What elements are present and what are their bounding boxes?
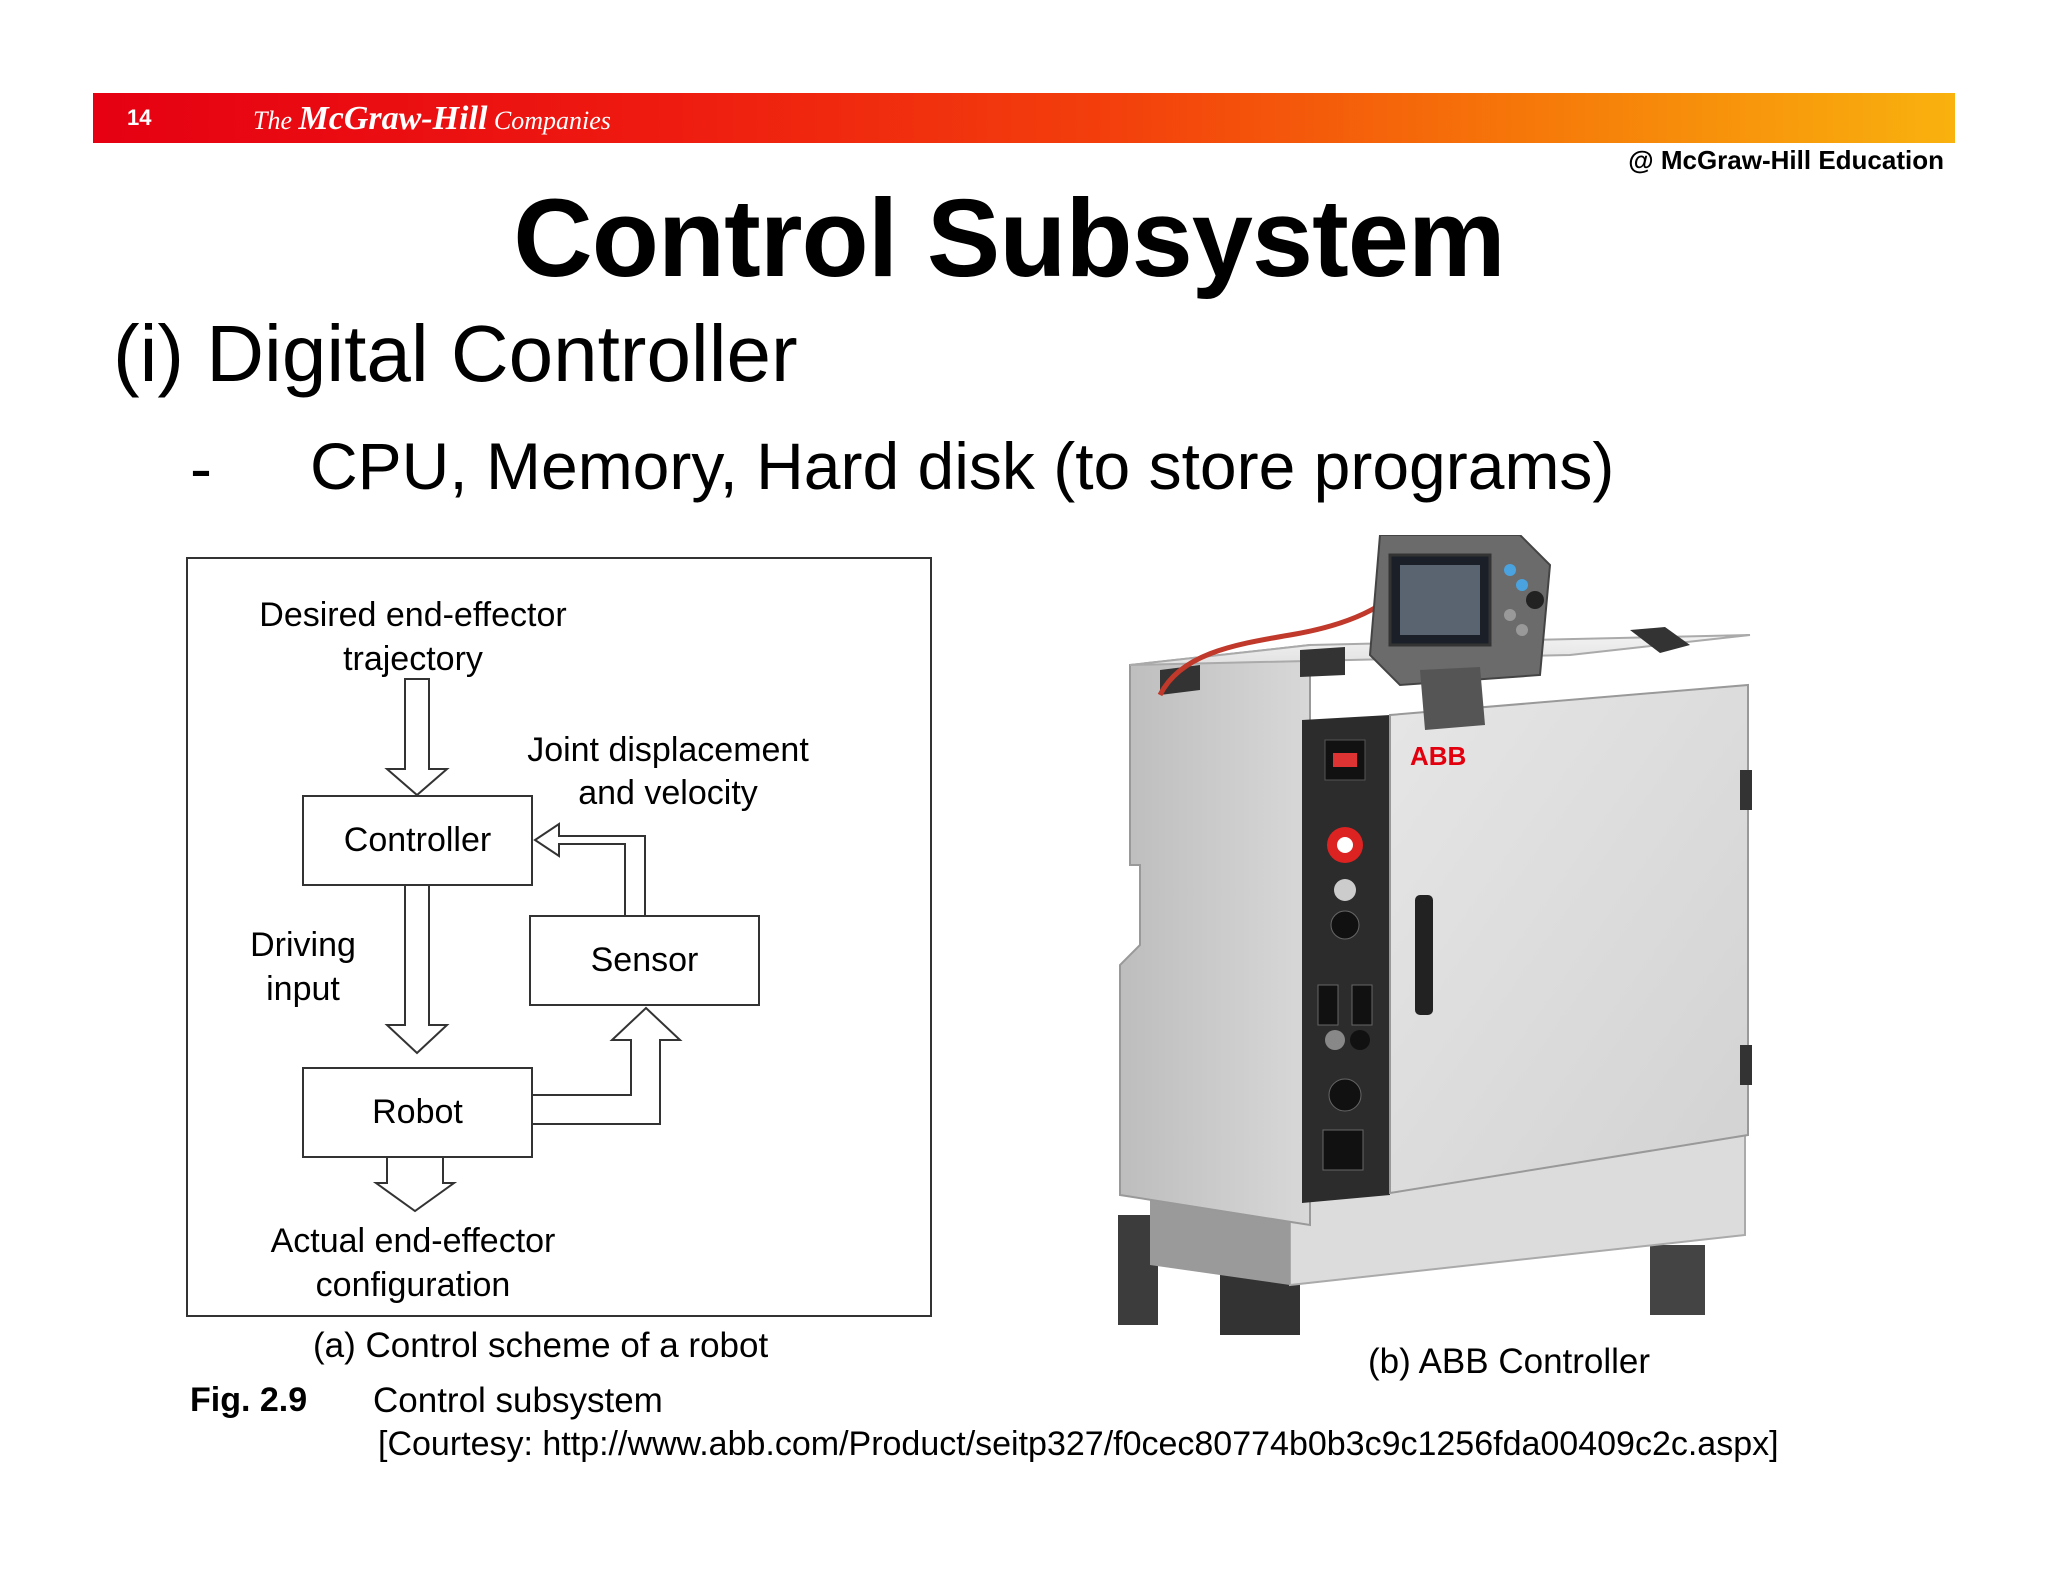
- robot-to-sensor-arrow: [531, 1006, 683, 1125]
- joint-displacement-label: Joint displacement and velocity: [527, 731, 809, 812]
- slide-title: Control Subsystem: [513, 177, 1505, 300]
- figure-title: Control subsystem: [373, 1381, 663, 1420]
- courtesy-note: [Courtesy: http://www.abb.com/Product/se…: [378, 1425, 1779, 1463]
- caption-b: (b) ABB Controller: [1368, 1342, 1651, 1381]
- robot-label: Robot: [372, 1093, 463, 1131]
- actual-configuration-label: Actual end-effector configuration: [270, 1222, 556, 1304]
- desired-trajectory-label: Desired end-effector trajectory: [259, 596, 567, 678]
- output-arrow: [372, 1156, 458, 1213]
- controller-label: Controller: [343, 821, 492, 859]
- section-heading: (i) Digital Controller: [113, 309, 798, 398]
- figure-number: Fig. 2.9: [190, 1381, 308, 1419]
- caption-a: (a) Control scheme of a robot: [313, 1326, 769, 1365]
- bullet-text: CPU, Memory, Hard disk (to store program…: [310, 429, 1615, 503]
- abb-controller-image: ABB: [1118, 535, 1752, 1335]
- abb-logo: ABB: [1410, 741, 1466, 771]
- feedback-arrow: [533, 822, 646, 917]
- copyright-notice: @ McGraw-Hill Education: [1628, 145, 1944, 175]
- publisher-logo: The McGraw-Hill Companies: [253, 100, 611, 137]
- input-arrow: [384, 678, 450, 797]
- header-bar: 14 The McGraw-Hill Companies: [93, 93, 1955, 143]
- driving-input-label: Driving input: [250, 926, 356, 1008]
- control-scheme-diagram: Desired end-effector trajectory Joint di…: [186, 557, 932, 1317]
- driving-input-arrow: [384, 884, 450, 1055]
- sensor-label: Sensor: [590, 941, 699, 979]
- diagram-arrows: [302, 678, 760, 1213]
- bullet-marker: -: [190, 431, 212, 505]
- sensor-box: [529, 915, 760, 1006]
- page-number: 14: [127, 105, 152, 130]
